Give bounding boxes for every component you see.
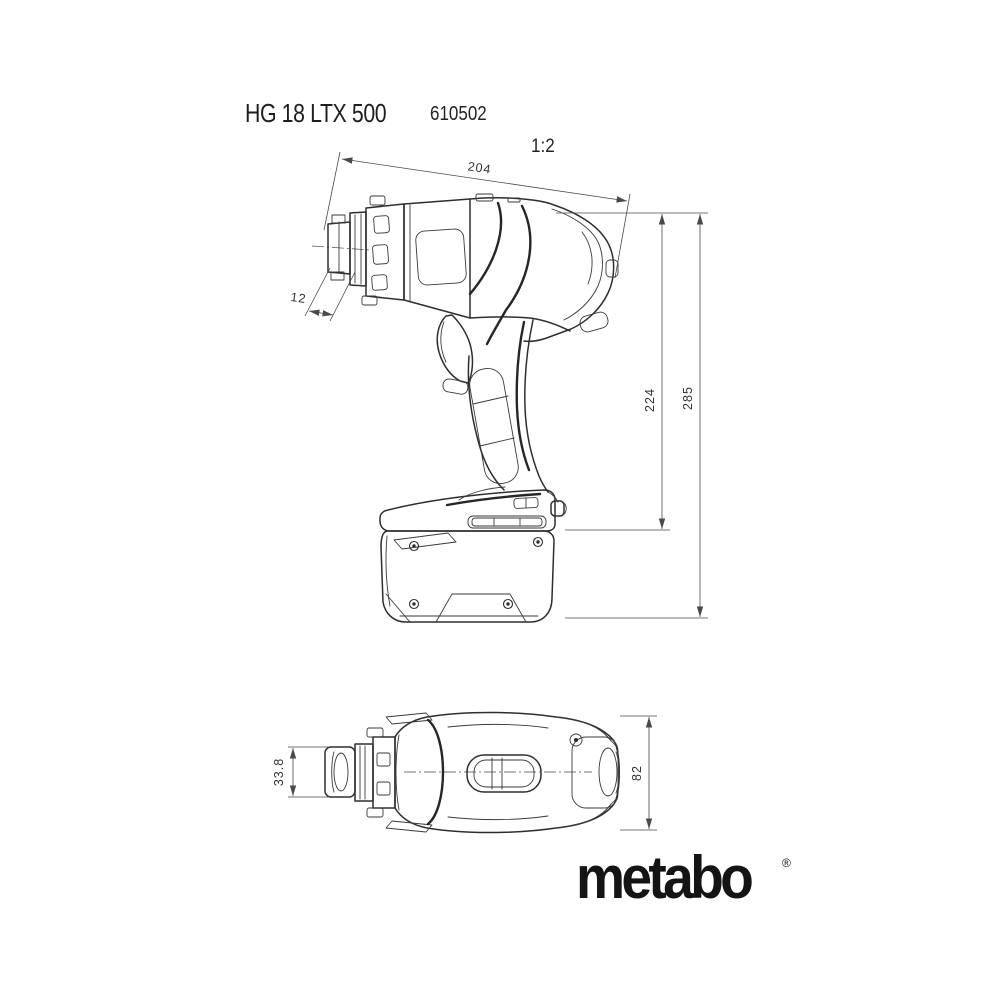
dim-label-224: 224 bbox=[643, 388, 657, 412]
handle bbox=[458, 319, 559, 503]
dim-label-12: 12 bbox=[290, 290, 308, 306]
motor-housing bbox=[468, 193, 619, 346]
battery-pack bbox=[379, 489, 567, 623]
page-title: HG 18 LTX 500 bbox=[245, 98, 387, 128]
rear-hook bbox=[605, 259, 619, 278]
dim-label-82: 82 bbox=[630, 765, 644, 781]
article-number: 610502 bbox=[430, 103, 487, 125]
battery-vent bbox=[467, 515, 547, 529]
dimension-height-285: 285 bbox=[565, 214, 708, 619]
dimension-length-204: 204 bbox=[323, 151, 631, 279]
nozzle-tip bbox=[327, 214, 351, 281]
top-housing bbox=[385, 711, 620, 834]
dim-label-33-8: 33.8 bbox=[272, 758, 286, 786]
side-view-drawing bbox=[311, 193, 619, 623]
registered-trademark-icon: ® bbox=[782, 856, 791, 870]
dim-label-204: 204 bbox=[467, 159, 493, 176]
top-nozzle bbox=[324, 727, 396, 818]
trigger-lock bbox=[442, 378, 469, 395]
top-view-drawing bbox=[324, 711, 620, 834]
dimension-width-82: 82 bbox=[620, 715, 657, 831]
top-rear-cap bbox=[557, 716, 620, 829]
front-housing bbox=[403, 198, 471, 319]
nozzle-centerline bbox=[311, 245, 371, 251]
metabo-logo: metabo ® bbox=[576, 844, 791, 911]
dim-label-285: 285 bbox=[681, 386, 695, 410]
top-handle bbox=[466, 754, 542, 793]
trigger bbox=[436, 314, 474, 395]
rear-screw-boss bbox=[569, 733, 583, 747]
dimension-nozzle-12: 12 bbox=[290, 267, 356, 322]
scale-label: 1:2 bbox=[531, 136, 555, 157]
rear-foot bbox=[579, 311, 609, 333]
vent-sleeve bbox=[361, 195, 405, 306]
grip-insert bbox=[469, 368, 519, 484]
battery-latch-knob bbox=[550, 500, 565, 517]
dimension-nozzle-diameter-33-8: 33.8 bbox=[272, 746, 328, 798]
dimension-height-224: 224 bbox=[556, 212, 708, 531]
metabo-logo-text: metabo bbox=[576, 844, 754, 911]
